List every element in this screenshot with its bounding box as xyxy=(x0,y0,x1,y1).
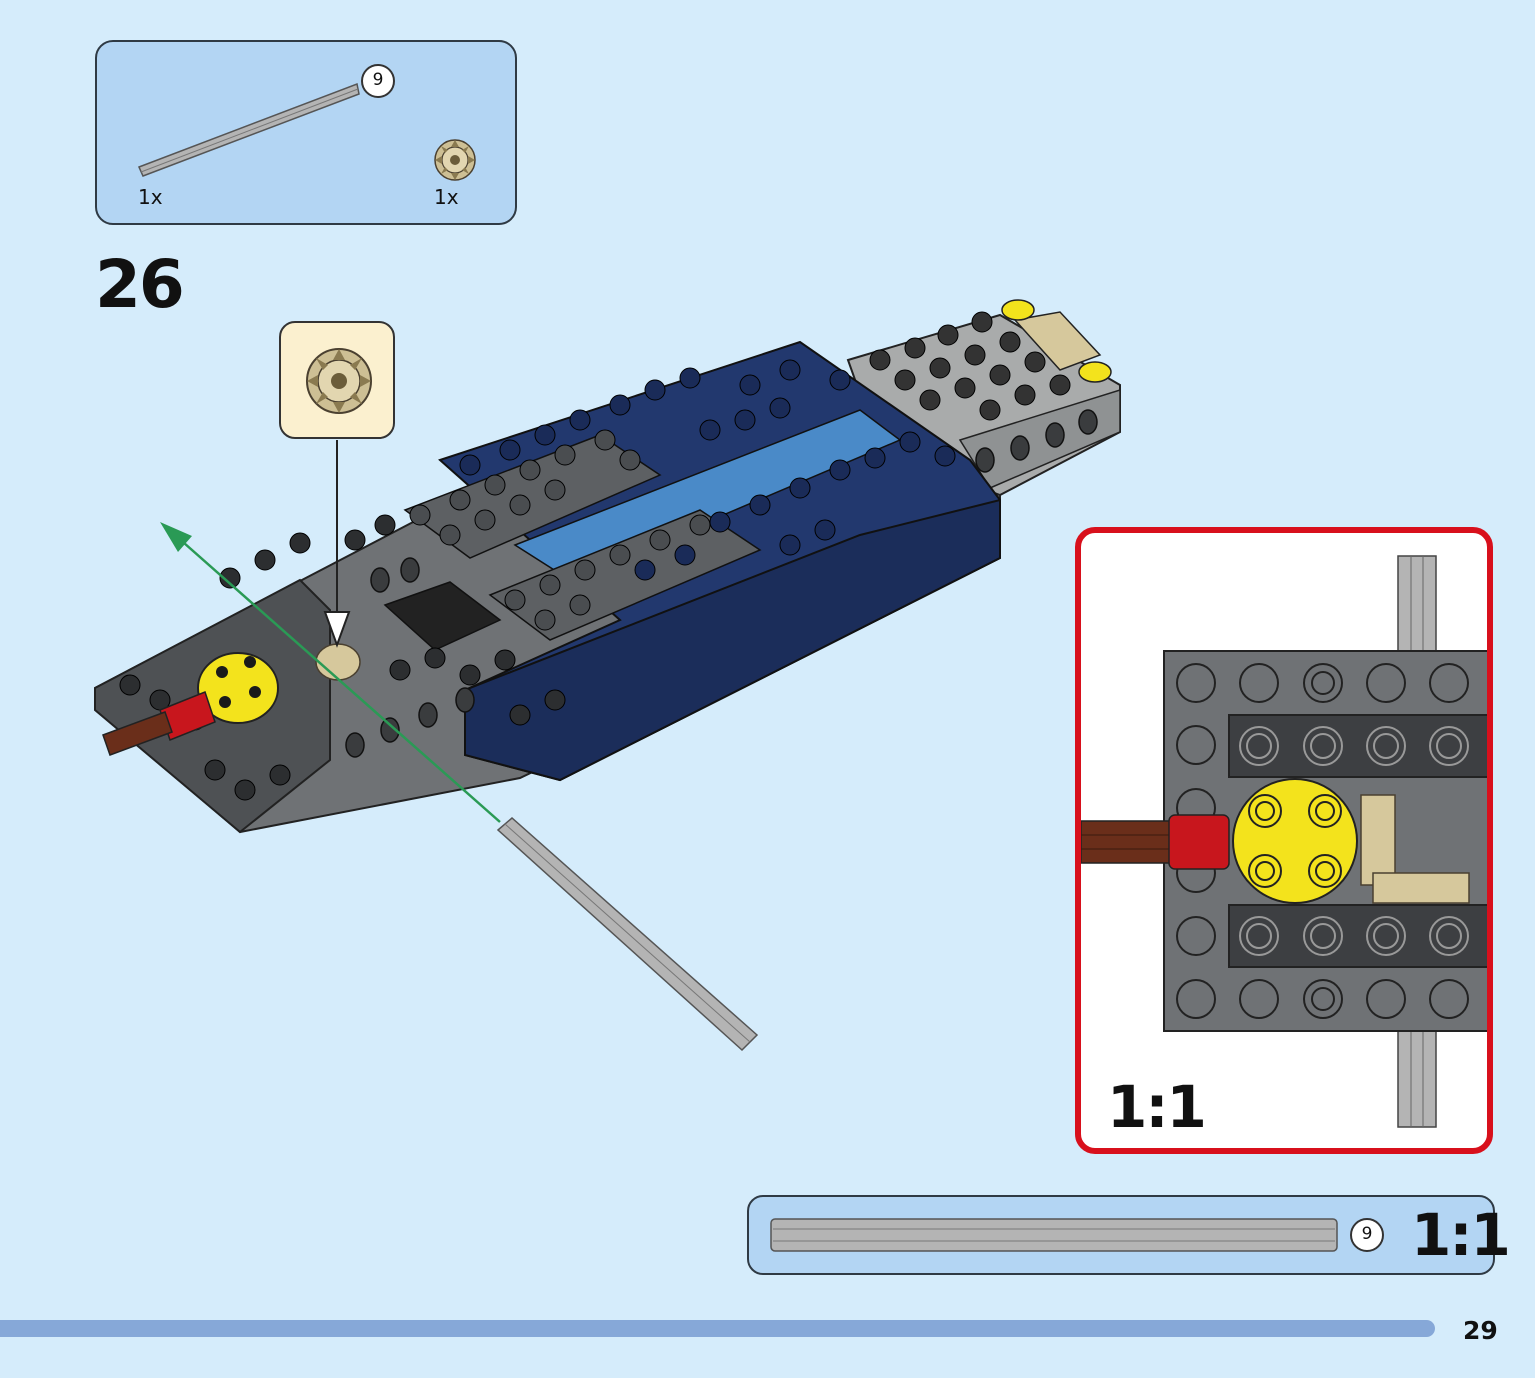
hub-holes xyxy=(1248,794,1342,888)
inset-scale-label: 1:1 xyxy=(1107,1073,1207,1141)
step-number: 26 xyxy=(95,246,185,323)
brown-axle xyxy=(102,711,173,756)
gray-studs xyxy=(409,429,711,631)
yellow-stud xyxy=(1001,299,1035,321)
brown-axle xyxy=(1081,820,1177,864)
gear-part-icon xyxy=(434,139,476,181)
beam-holes xyxy=(1239,726,1469,956)
yellow-stud xyxy=(1078,361,1112,383)
measure-scale-label: 1:1 xyxy=(1411,1201,1511,1269)
red-connector xyxy=(1168,814,1230,870)
page-number: 29 xyxy=(1463,1316,1498,1345)
vertical-axle-top xyxy=(1397,555,1437,662)
axle-measure-icon xyxy=(770,1218,1384,1252)
axle-9-part-icon xyxy=(137,64,395,177)
yellow-hub xyxy=(1232,778,1358,904)
gear-in-model xyxy=(315,643,361,681)
parts-list-panel: 9 1x 1x xyxy=(95,40,517,225)
gear-insert-arrow-head xyxy=(323,611,351,648)
dark-blue-side xyxy=(464,498,1001,782)
hub-holes xyxy=(216,656,261,708)
axle-length-label: 9 xyxy=(372,70,384,90)
gear-callout xyxy=(279,321,395,439)
measure-length-label: 9 xyxy=(1361,1224,1373,1244)
gear-callout-icon xyxy=(306,348,372,414)
vertical-gear xyxy=(1360,794,1396,886)
black-recess xyxy=(383,581,502,651)
inset-detail-view: 1:1 xyxy=(1075,527,1493,1154)
dark-gray-plate xyxy=(488,509,762,641)
axle-quantity: 1x xyxy=(138,185,163,209)
inset-illustration xyxy=(1081,555,1487,1128)
axle-direction-arrow xyxy=(174,534,501,823)
tan-plate xyxy=(1013,311,1102,371)
main-assembly-illustration xyxy=(94,299,1121,1052)
blue-studs xyxy=(459,359,956,581)
loose-axle-groove xyxy=(504,823,751,1043)
horizontal-gear xyxy=(1372,872,1470,904)
arrow-head xyxy=(160,522,192,552)
beam-bottom xyxy=(1228,904,1487,968)
technic-holes xyxy=(345,409,1098,758)
beam-top xyxy=(1228,714,1487,778)
brick-studs xyxy=(119,514,566,801)
plate-studs xyxy=(1176,663,1469,1019)
gear-quantity: 1x xyxy=(434,185,459,209)
progress-bar xyxy=(0,1320,1435,1337)
axle-measure-panel: 9 1:1 xyxy=(747,1195,1511,1275)
vertical-axle-bottom xyxy=(1397,1030,1437,1128)
light-gray-studs xyxy=(869,311,1071,421)
